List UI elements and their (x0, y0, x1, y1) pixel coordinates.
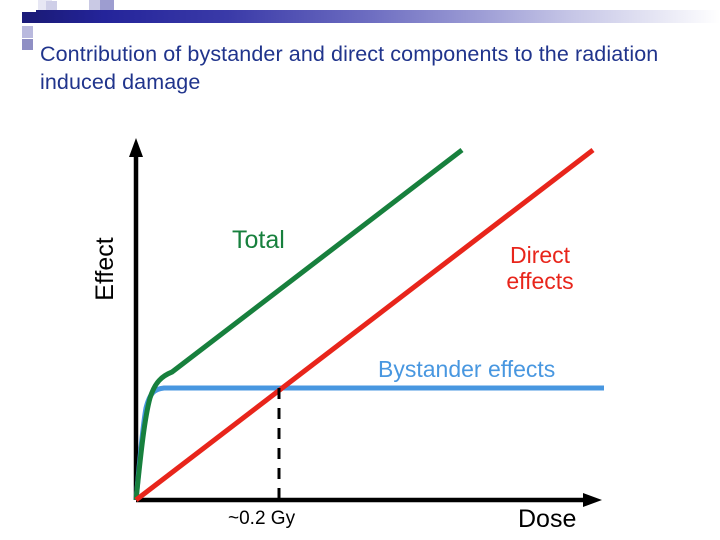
x-axis (136, 493, 602, 507)
deco-square-light-4 (100, 0, 114, 10)
y-axis (129, 138, 143, 500)
y-axis-label: Effect (91, 237, 119, 301)
series-label-bystander-effects: Bystander effects (378, 356, 556, 382)
y-axis-arrowhead-icon (129, 138, 143, 157)
page-title: Contribution of bystander and direct com… (40, 42, 659, 95)
deco-square-periwinkle-1 (22, 26, 33, 38)
series-label-direct-line2: effects (506, 267, 574, 294)
square-bullet-icon (23, 40, 32, 49)
x-axis-label: Dose (518, 505, 577, 533)
series-line-direct (134, 148, 595, 502)
series-line-total (133, 148, 464, 501)
series-label-total: Total (232, 226, 285, 254)
series-label-direct-line1: Direct (509, 242, 571, 268)
header-gradient-bar (36, 10, 720, 23)
deco-square-light-3 (89, 0, 101, 10)
deco-square-light-2 (46, 1, 57, 10)
x-axis-arrowhead-icon (583, 493, 602, 507)
threshold-annotation-label: ~0.2 Gy (228, 508, 296, 529)
deco-square-navy (22, 12, 36, 23)
deco-square-light-1 (38, 0, 52, 10)
